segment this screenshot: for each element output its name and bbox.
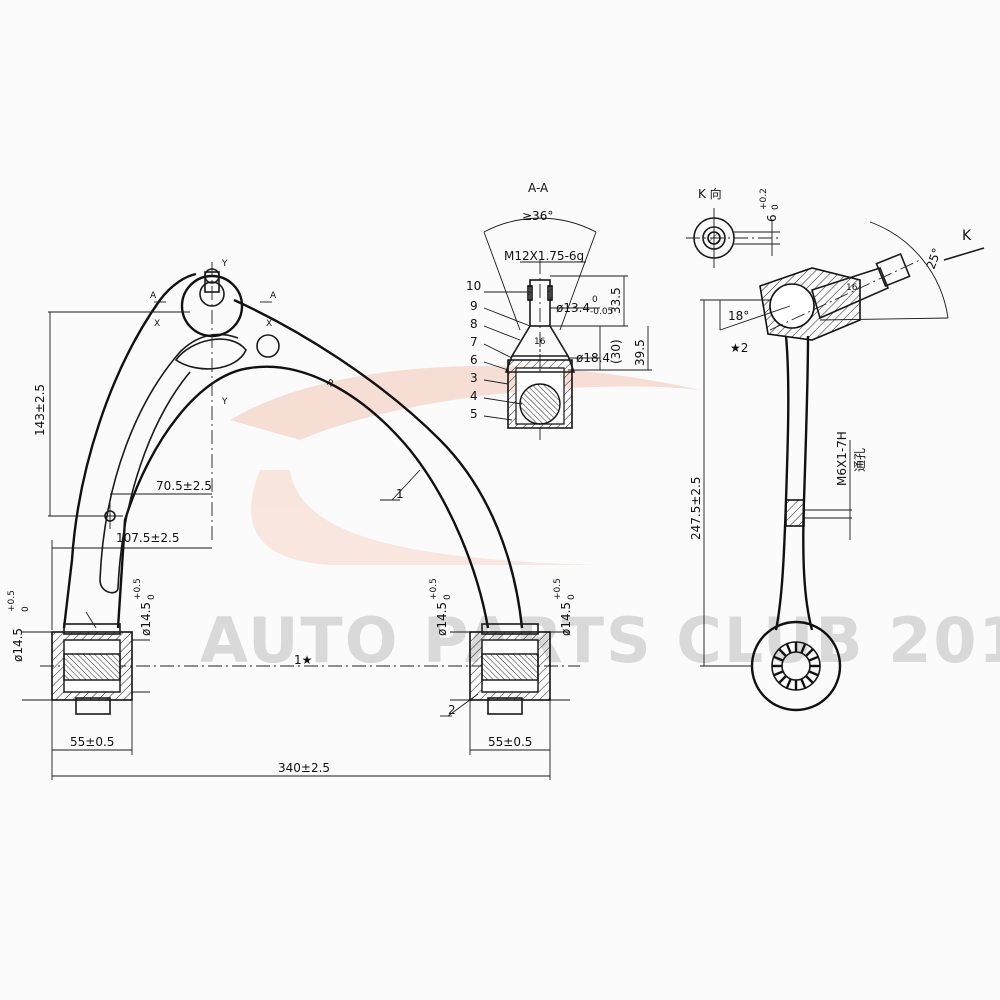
dia-inner-left: ø14.5	[139, 602, 153, 636]
dim-55-right: 55±0.5	[488, 735, 532, 749]
bushing-spoke	[800, 643, 807, 654]
right-bushing	[469, 623, 551, 715]
thread-m6: M6X1-7H	[835, 431, 849, 486]
part-number-4: 4	[470, 389, 478, 403]
dia-outer-left-tol-zero: 0	[21, 606, 31, 612]
x-axis-right-label: X	[266, 319, 272, 329]
section-a-a-title: A-A	[528, 181, 549, 195]
side-stud-16: 16	[846, 283, 858, 293]
callout-1: 1	[396, 487, 404, 501]
angle-36: ≥36°	[522, 209, 553, 223]
star-mark-1: 1★	[294, 653, 312, 667]
bushing-spoke	[778, 648, 787, 657]
dim-247-5: 247.5±2.5	[689, 477, 703, 541]
dim-33-5: 33.5	[609, 287, 623, 314]
bushing-spoke	[808, 655, 819, 662]
dia-13-4-tol-top: 0	[592, 295, 598, 305]
k-view-title: K 向	[698, 186, 722, 201]
radius-label: R	[325, 378, 335, 390]
thread-spec: M12X1.75-6g	[504, 249, 584, 263]
dia-inner-left-tol: +0.5	[133, 578, 143, 600]
dim-143: 143±2.5	[33, 384, 47, 436]
part-number-5: 5	[470, 407, 478, 421]
x-axis-left-label: X	[154, 319, 160, 329]
part-number-6: 6	[470, 353, 478, 367]
callout-2: 2	[448, 703, 456, 717]
k-view-detail	[686, 208, 780, 268]
y-axis-mid-label: Y	[221, 397, 228, 407]
star-mark-2: ★2	[730, 341, 748, 355]
part-number-10: 10	[466, 279, 481, 293]
part-number-3: 3	[470, 371, 478, 385]
bushing-spoke	[778, 675, 787, 684]
dim-30: (30)	[609, 339, 623, 364]
dim-39-5: 39.5	[633, 339, 647, 366]
part-number-7: 7	[470, 335, 478, 349]
dia-right-outer: ø14.5	[559, 602, 573, 636]
side-view	[700, 221, 985, 712]
bushing-spoke	[808, 670, 819, 677]
bushing-spoke	[785, 678, 792, 689]
angle-18: 18°	[728, 309, 749, 323]
dia-right-inner: ø14.5	[435, 602, 449, 636]
bushing-spoke	[785, 643, 792, 654]
left-view-dimensions	[22, 301, 570, 780]
ball-joint-section-a-a	[483, 217, 652, 440]
part-number-9: 9	[470, 299, 478, 313]
k-dim-6-tol-bot: 0	[771, 204, 781, 210]
dim-55-left: 55±0.5	[70, 735, 114, 749]
dia-outer-left-tol: +0.5	[7, 590, 17, 612]
bushing-spoke	[805, 648, 814, 657]
dia-right-inner-tol: +0.5	[429, 578, 439, 600]
watermark-logo	[230, 366, 700, 565]
section-a-right-label: A	[270, 291, 277, 301]
dia-13-4-tol-bot: -0.05	[590, 307, 613, 317]
control-arm-main-view	[62, 268, 524, 629]
dim-107-5: 107.5±2.5	[116, 531, 180, 545]
k-arrow-label: K	[962, 228, 972, 244]
k-dim-6-tol-top: +0.2	[759, 188, 769, 210]
dim-70-5: 70.5±2.5	[156, 479, 212, 493]
dia-right-outer-tol: +0.5	[553, 578, 563, 600]
stud-length-16: 16	[534, 337, 546, 347]
dia-right-outer-tol-zero: 0	[567, 594, 577, 600]
bushing-spoke	[773, 655, 784, 662]
dia-13-4: ø13.4	[556, 301, 590, 315]
y-axis-top-label: Y	[221, 259, 228, 269]
angle-25: 25°	[924, 246, 944, 271]
dia-outer-left: ø14.5	[11, 628, 25, 662]
bushing-spoke	[805, 675, 814, 684]
left-bushing	[51, 623, 133, 715]
section-a-left-label: A	[150, 291, 157, 301]
bushing-spokes	[772, 642, 820, 690]
dim-340: 340±2.5	[278, 761, 330, 775]
k-dim-6: 6	[765, 214, 779, 222]
bushing-spoke	[773, 670, 784, 677]
dia-18-4: ø18.4	[576, 351, 610, 365]
dia-right-inner-tol-zero: 0	[443, 594, 453, 600]
dia-inner-left-tol-zero: 0	[147, 594, 157, 600]
part-number-8: 8	[470, 317, 478, 331]
through-hole: 通孔	[853, 448, 867, 472]
watermark-text: AUTO PARTS CLUB 2018	[200, 604, 1000, 677]
bushing-spoke	[800, 678, 807, 689]
